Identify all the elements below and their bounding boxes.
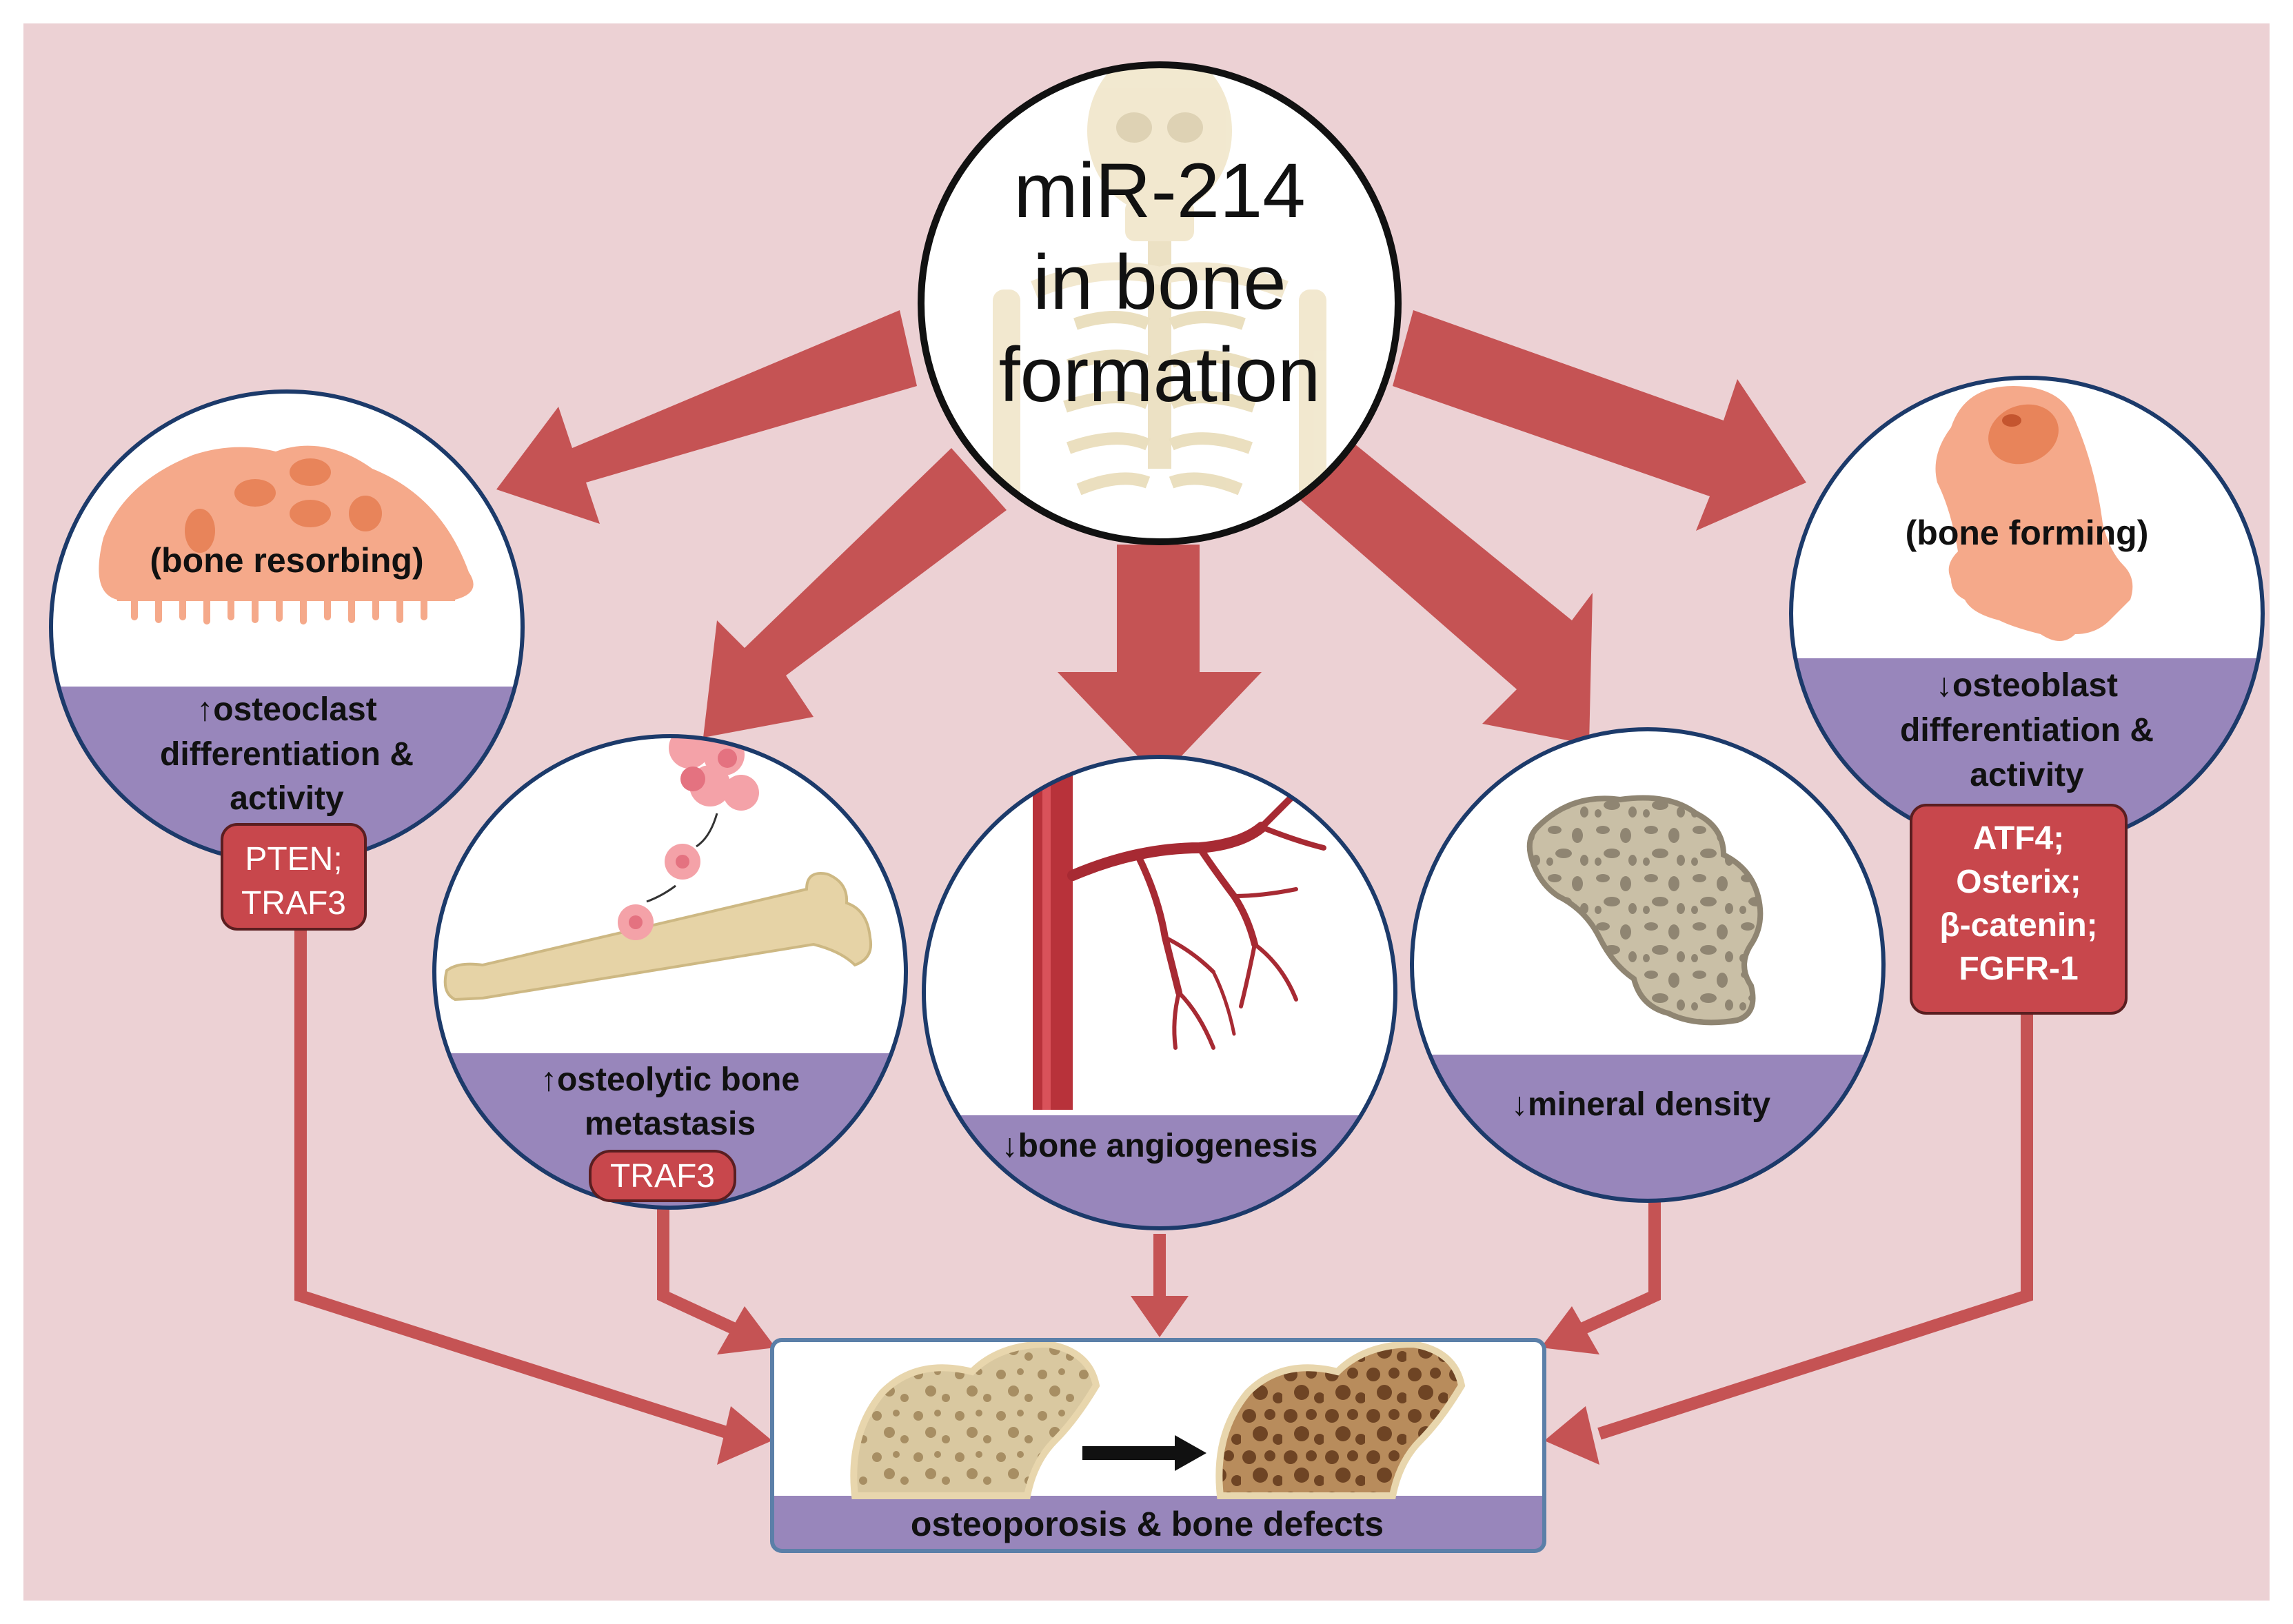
osteoclast-effect-line2: differentiation & — [160, 736, 414, 773]
healthy-bone-illustration — [850, 1340, 1100, 1499]
blood-vessel-illustration — [1033, 757, 1326, 1110]
connector-density — [1576, 1201, 1661, 1337]
osteoblast-cell-label: (bone forming) — [1906, 514, 2149, 552]
nucleus — [185, 509, 215, 553]
center-title-line1: miR-214 — [1013, 148, 1305, 234]
metastasis-target-tag: TRAF3 — [589, 1150, 736, 1202]
arrow-to-metastasis — [703, 448, 1007, 738]
osteoblast-effect-line3: activity — [1970, 757, 2084, 793]
nucleus — [349, 496, 382, 531]
osteoclast-target-pten: PTEN; — [245, 841, 342, 877]
progression-arrow — [1082, 1435, 1206, 1471]
center-title-line2: in bone — [1033, 239, 1286, 325]
metastasis-panel: ↑osteolytic bone metastasis — [432, 734, 908, 1210]
osteoclast-effect-line3: activity — [230, 780, 344, 817]
osteoclast-cell-label: (bone resorbing) — [150, 541, 423, 580]
nucleus — [290, 458, 331, 486]
osteoclast-cell-illustration — [99, 445, 474, 625]
arrowheads-to-outcome — [717, 1296, 1599, 1465]
connector-osteoblast — [1597, 1013, 2033, 1440]
nucleus — [290, 500, 331, 527]
metastasis-target-traf3: TRAF3 — [610, 1158, 715, 1195]
outcome-label: osteoporosis & bone defects — [911, 1505, 1384, 1543]
connector-osteoclast — [294, 929, 733, 1440]
osteoblast-target-atf4: ATF4; — [1973, 820, 2064, 857]
osteoblast-effect-line1: ↓osteoblast — [1936, 667, 2118, 704]
osteoporotic-bone-illustration — [1215, 1340, 1466, 1499]
osteoclast-panel: (bone resorbing) ↑osteoclast differentia… — [49, 389, 525, 865]
arrow-to-osteoclast — [496, 310, 917, 524]
metastasis-effect-line1: ↑osteolytic bone — [541, 1062, 800, 1098]
osteoblast-target-fgfr1: FGFR-1 — [1959, 951, 2078, 987]
metastasis-effect-line2: metastasis — [585, 1106, 756, 1142]
osteoblast-target-beta-catenin: β-catenin; — [1939, 907, 2097, 944]
arrow-to-angiogenesis — [1058, 545, 1262, 779]
long-bone-illustration — [443, 872, 872, 1002]
center-panel: miR-214 in bone formation — [918, 61, 1402, 545]
outcome-box: osteoporosis & bone defects — [770, 1338, 1546, 1553]
nucleus — [234, 479, 276, 507]
skeleton-illustration — [993, 65, 1326, 538]
osteoclast-targets-tag: PTEN; TRAF3 — [221, 823, 367, 931]
angiogenesis-effect: ↓bone angiogenesis — [1002, 1128, 1318, 1164]
density-effect: ↓mineral density — [1511, 1086, 1770, 1123]
osteoblast-target-osterix: Osterix; — [1956, 864, 2081, 900]
osteoblast-targets-tag: ATF4; Osterix; β-catenin; FGFR-1 — [1910, 804, 2128, 1015]
osteoblast-effect-line2: differentiation & — [1900, 712, 2154, 749]
center-title-line3: formation — [999, 332, 1321, 418]
arrows-from-center — [496, 310, 1806, 779]
arrow-to-osteoblast — [1393, 310, 1806, 531]
osteoclast-target-traf3: TRAF3 — [241, 885, 346, 922]
osteoblast-cell-illustration — [1935, 386, 2133, 641]
osteoclast-effect-line1: ↑osteoclast — [196, 691, 376, 728]
connector-metastasis — [657, 1199, 740, 1337]
arrow-to-density — [1296, 441, 1593, 744]
arrows-to-outcome — [294, 929, 2033, 1440]
spongy-bone-illustration — [1526, 795, 1764, 1026]
